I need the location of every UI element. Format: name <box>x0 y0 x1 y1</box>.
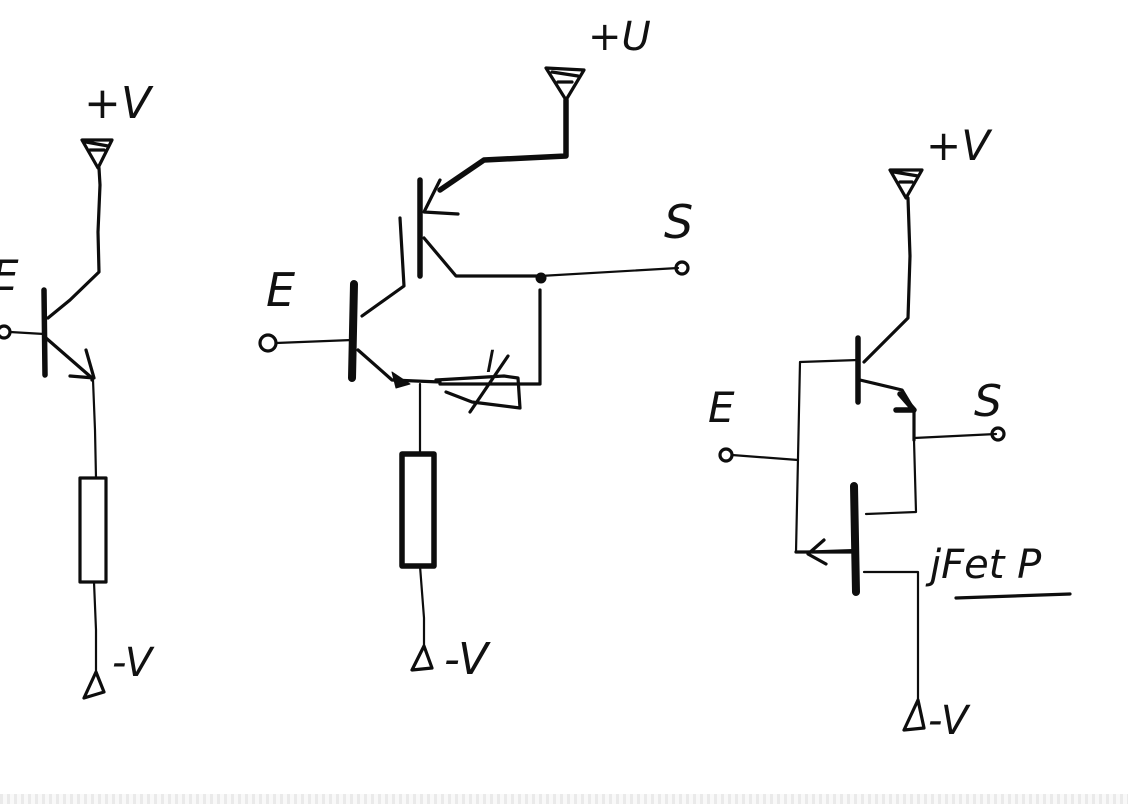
c3-jfet-channel-bar <box>850 482 860 596</box>
c1-vplus-label: +V <box>84 78 154 129</box>
c2-input-label: E <box>266 263 295 317</box>
c3-output-label: S <box>974 376 1002 427</box>
c2-output-wire <box>538 266 680 278</box>
c3-collector-wire <box>862 196 912 364</box>
c2-output-node <box>535 272 547 284</box>
c2-top-collector-wire <box>437 97 569 193</box>
c3-emitter-to-jfet-wire <box>864 438 918 516</box>
c2-lower-base-bar <box>348 280 358 382</box>
c2-upper-emitter-wire <box>422 236 542 278</box>
c1-base-bar <box>41 287 48 378</box>
c2-lower-emitter-arrow-icon <box>391 371 411 389</box>
c2-vminus-label: -V <box>444 634 491 685</box>
c2-output-terminal <box>674 260 690 276</box>
circuit-3-jfet-follower: +V -V E S jFet P <box>708 121 1072 744</box>
c2-input-terminal <box>258 333 278 353</box>
c3-vminus-arrow-icon <box>902 698 926 732</box>
c3-jfet-drain-wire <box>862 570 920 702</box>
c1-vplus-arrow-icon <box>80 138 114 170</box>
scan-edge-artifact <box>0 794 1128 804</box>
c3-jfet-gate-arrow-icon <box>794 538 854 566</box>
c1-collector-wire <box>46 166 102 320</box>
c1-emitter-wire <box>44 336 94 382</box>
c3-vplus-arrow-icon <box>888 168 924 200</box>
c2-output-label: S <box>664 195 693 249</box>
c3-vplus-label: +V <box>926 121 993 170</box>
circuit-1-emitter-follower: +V -V E <box>0 78 155 700</box>
c2-input-wire <box>274 338 354 345</box>
c1-input-wire <box>8 330 46 336</box>
c3-input-label: E <box>708 383 735 432</box>
c2-interstage-wire <box>360 216 406 318</box>
c1-resistor-to-vminus-wire <box>92 580 98 674</box>
c3-output-wire <box>912 432 998 440</box>
c1-emitter-to-resistor-wire <box>91 378 98 480</box>
c3-base-feed-wire <box>794 358 860 554</box>
c2-vminus-arrow-icon <box>410 644 434 672</box>
c3-input-wire <box>730 453 800 462</box>
c1-vminus-arrow-icon <box>82 670 106 700</box>
c2-lower-emitter-wire <box>356 348 442 384</box>
c1-emitter-arrow-icon <box>68 348 96 380</box>
c1-input-label: E <box>0 251 19 300</box>
c1-resistor <box>78 476 108 584</box>
c1-vminus-label: -V <box>112 640 155 686</box>
c3-jfet-label-underline <box>954 592 1072 600</box>
c2-current-source <box>434 288 542 414</box>
c1-input-terminal <box>0 324 12 340</box>
c3-input-terminal <box>718 447 734 463</box>
circuit-2-compound-follower: +U -V E S I <box>258 14 693 685</box>
c3-vminus-label: -V <box>928 698 971 744</box>
c2-resistor-to-vminus-wire <box>418 564 426 648</box>
c2-vplus-label: +U <box>588 14 651 60</box>
c2-upper-collector-arrow-icon <box>422 178 460 216</box>
c2-source-label: I <box>486 345 495 380</box>
c3-output-terminal <box>990 426 1006 442</box>
c2-resistor <box>399 451 437 569</box>
c3-emitter-arrow-icon <box>893 391 917 413</box>
c3-jfet-label: jFet P <box>925 542 1042 588</box>
c2-vplus-arrow-icon <box>544 66 586 102</box>
